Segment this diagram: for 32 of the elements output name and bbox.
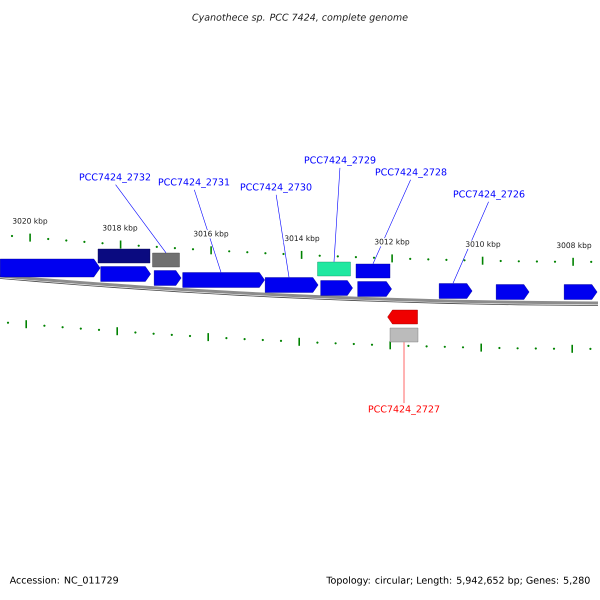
gene-feature bbox=[182, 272, 265, 288]
leader-line bbox=[452, 201, 489, 284]
gene-box bbox=[152, 252, 180, 268]
gene-label: PCC7424_2726 bbox=[454, 190, 524, 200]
gene-feature bbox=[0, 258, 100, 278]
gene-box bbox=[98, 248, 150, 264]
accession-text: Accession: NC_011729 bbox=[10, 576, 118, 586]
leader-line bbox=[334, 168, 340, 262]
gene-label: PCC7424_2732 bbox=[80, 173, 150, 183]
gene-box bbox=[317, 262, 351, 276]
gene-feature bbox=[154, 270, 182, 286]
title: Cyanothece sp. PCC 7424, complete genome bbox=[192, 13, 408, 23]
gene-feature bbox=[496, 284, 530, 300]
leader-line bbox=[372, 179, 411, 264]
gene-label: PCC7424_2731 bbox=[158, 178, 230, 188]
gene-feature bbox=[357, 281, 392, 297]
leader-line bbox=[276, 194, 290, 278]
gene-box bbox=[356, 264, 390, 278]
genome-info-text: Topology: circular; Length: 5,942,652 bp; Genes: 5,280 bbox=[326, 576, 590, 586]
gene-feature bbox=[264, 277, 318, 293]
gene-feature bbox=[320, 280, 353, 296]
gene-box bbox=[390, 328, 418, 342]
gene-feature bbox=[387, 310, 418, 324]
gene-label: PCC7424_2730 bbox=[240, 183, 312, 193]
leader-line bbox=[115, 184, 166, 254]
gene-feature bbox=[438, 283, 472, 299]
gene-label: PCC7424_2727 bbox=[368, 405, 440, 415]
gene-label: PCC7424_2729 bbox=[304, 156, 376, 166]
gene-label: PCC7424_2728 bbox=[376, 168, 446, 178]
gene-feature bbox=[564, 284, 598, 300]
gene-feature bbox=[100, 266, 151, 282]
leader-line bbox=[194, 190, 222, 273]
